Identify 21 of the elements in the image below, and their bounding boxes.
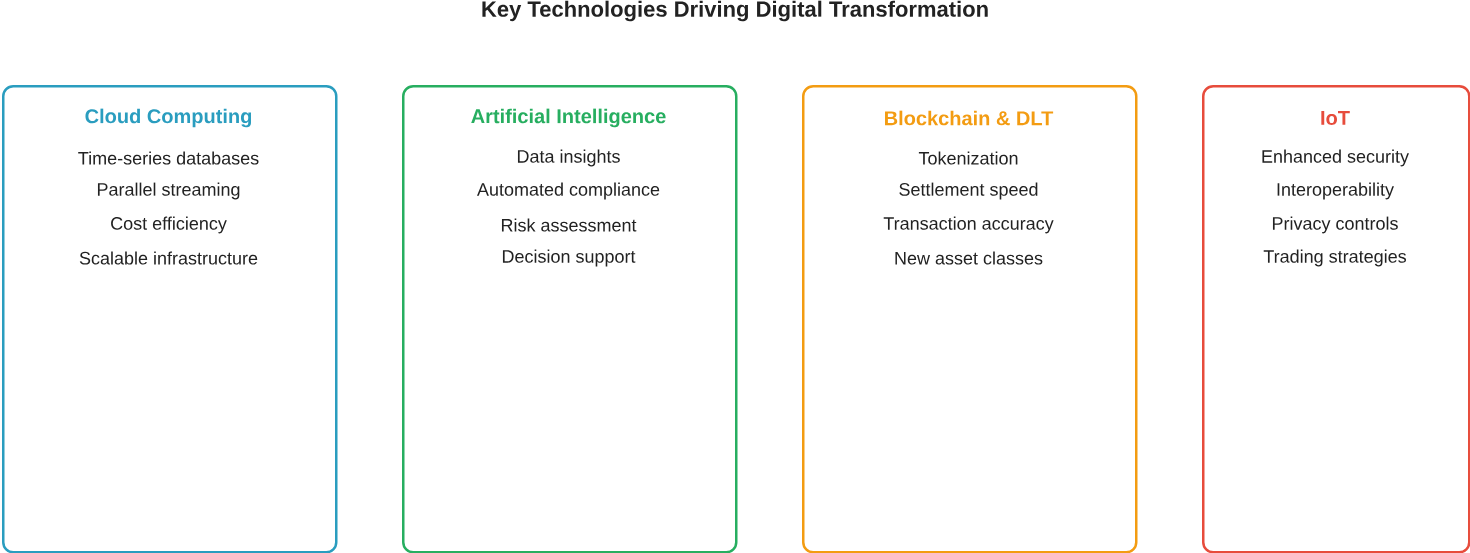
- list-item: Trading strategies: [1263, 249, 1407, 267]
- list-item: Interoperability: [1277, 182, 1394, 200]
- list-item: Data insights: [517, 149, 620, 167]
- list-item: Settlement speed: [899, 182, 1038, 200]
- list-item: New asset classes: [895, 251, 1043, 265]
- card-heading: IoT: [1321, 111, 1350, 125]
- list-item: Tokenization: [918, 151, 1018, 165]
- title: Key Technologies Driving Digital Transformation: [482, 0, 988, 22]
- list-item: Privacy controls: [1272, 216, 1398, 234]
- list-item: Automated compliance: [477, 182, 660, 200]
- list-item: Cost efficiency: [111, 216, 227, 234]
- list-item: Decision support: [502, 249, 636, 267]
- list-item: Enhanced security: [1262, 149, 1409, 167]
- card-heading: Artificial Intelligence: [471, 108, 666, 128]
- list-item: Parallel streaming: [97, 182, 240, 200]
- card-heading: Blockchain & DLT: [885, 110, 1054, 126]
- list-item: Time-series databases: [78, 151, 259, 165]
- list-item: Transaction accuracy: [883, 216, 1054, 234]
- list-item: Risk assessment: [501, 218, 637, 232]
- card-heading: Cloud Computing: [85, 108, 252, 128]
- list-item: Scalable infrastructure: [79, 251, 258, 265]
